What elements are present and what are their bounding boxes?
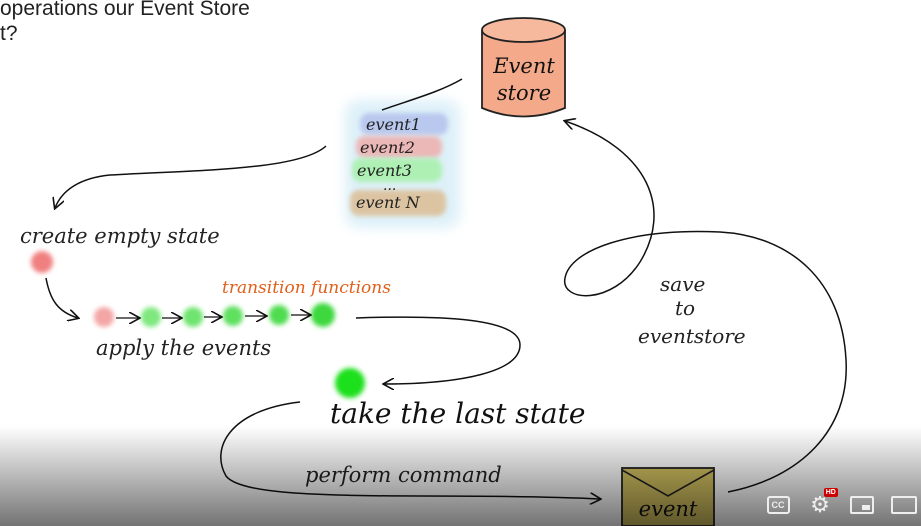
store-to-events-line — [381, 78, 463, 111]
create-to-apply-arrow — [45, 277, 78, 318]
events-list: event1 event2 event3 ... event N — [345, 100, 460, 228]
chain-state-5 — [311, 303, 335, 327]
take-the-last-state-label: take the last state — [330, 397, 585, 430]
empty-state-circle — [31, 251, 53, 273]
create-empty-state-label: create empty state — [20, 224, 220, 248]
chain-state-4 — [269, 305, 289, 325]
last-state-circle — [335, 368, 365, 398]
event-2-label: event2 — [360, 138, 415, 157]
events-to-create-arrow — [55, 145, 327, 208]
settings-gear-icon: ⚙ HD — [810, 488, 838, 517]
miniplayer-button[interactable] — [849, 494, 875, 516]
slide-heading: operations our Event Store t? — [0, 0, 250, 46]
slide-heading-line-2: t? — [0, 22, 18, 45]
perform-command-label: perform command — [305, 463, 502, 487]
state-chain — [94, 303, 335, 327]
miniplayer-icon — [850, 496, 874, 514]
subtitles-icon: CC — [766, 496, 790, 514]
apply-the-events-label: apply the events — [96, 336, 271, 360]
event-3-label: event3 — [357, 161, 412, 180]
apply-to-last-state-arrow — [355, 316, 521, 384]
event-n-label: event N — [356, 193, 421, 212]
player-controls-bar: CC ⚙ HD — [765, 488, 921, 520]
save-to-store-arrow — [565, 121, 847, 493]
event-store-label-1: Event — [492, 54, 555, 78]
theater-mode-button[interactable] — [891, 494, 917, 516]
chain-start-state — [94, 307, 114, 327]
save-label-line-3: eventstore — [638, 324, 746, 348]
chain-state-2 — [183, 307, 203, 327]
event-1-label: event1 — [366, 115, 421, 134]
theater-mode-icon — [891, 496, 917, 514]
subtitles-button[interactable]: CC — [765, 494, 791, 516]
envelope-event-label: event — [639, 497, 698, 521]
save-label-line-1: save — [660, 272, 705, 296]
chain-state-1 — [141, 307, 161, 327]
event-ellipsis: ... — [383, 178, 396, 194]
transition-functions-label: transition functions — [222, 278, 391, 298]
chain-state-3 — [223, 306, 243, 326]
hd-badge: HD — [823, 488, 838, 497]
slide-heading-line-1: operations our Event Store — [0, 0, 250, 20]
settings-button[interactable]: ⚙ HD — [807, 488, 838, 517]
save-label-line-2: to — [675, 296, 695, 320]
event-envelope: event — [621, 467, 715, 526]
event-store-cylinder: Event store — [481, 17, 566, 118]
event-store-label-2: store — [497, 81, 551, 105]
